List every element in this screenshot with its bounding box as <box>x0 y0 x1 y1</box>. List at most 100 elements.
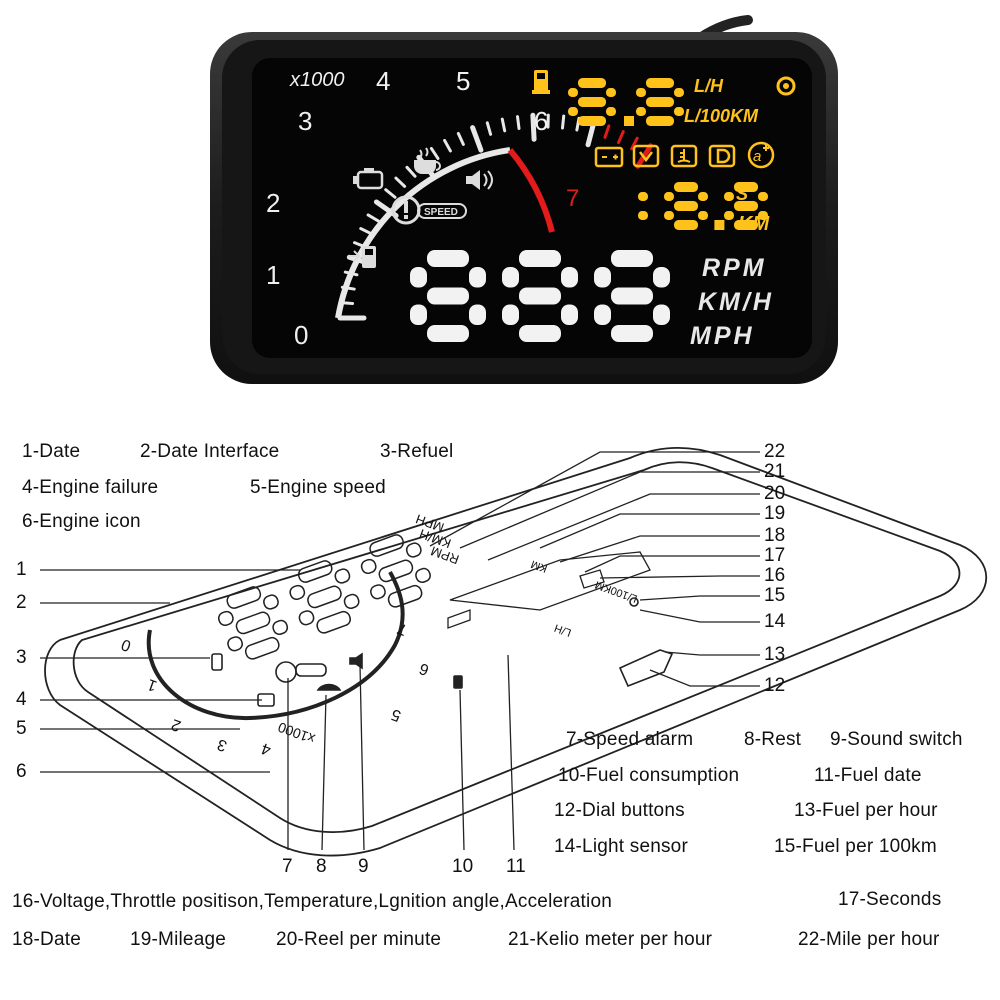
segment-g <box>235 611 271 635</box>
segment-e <box>298 610 315 626</box>
hud-screen <box>252 58 812 358</box>
tach-tick <box>366 213 380 223</box>
secondary-unit-km: KM <box>738 213 770 235</box>
light-sensor-icon <box>776 76 796 96</box>
digit-8 <box>217 586 289 660</box>
tach-label-4: 4 <box>376 66 390 96</box>
callout-17: 17 <box>764 545 786 566</box>
segment-g <box>578 97 606 107</box>
speed-display <box>410 250 670 342</box>
status-icons-row: a <box>594 141 775 169</box>
diagram-dial-button <box>618 649 674 688</box>
segment-g <box>646 97 674 107</box>
speed-alarm-text: SPEED <box>424 207 458 218</box>
diagram-tach-arc <box>146 571 405 721</box>
segment-f <box>289 584 306 601</box>
legend-12: 12-Dial buttons <box>554 800 685 821</box>
segment-c <box>674 107 684 116</box>
segment-f <box>636 88 646 97</box>
segment-b <box>469 267 486 288</box>
fuel-unit-lh: L/H <box>694 76 724 96</box>
legend-22: 22-Mile per hour <box>798 929 940 950</box>
segment-f <box>568 88 578 97</box>
segment-e <box>664 211 674 220</box>
segment-e <box>568 107 578 116</box>
segment-c <box>561 304 578 325</box>
secondary-display <box>638 182 768 230</box>
segment-f <box>594 267 611 288</box>
segment-d <box>674 220 698 230</box>
segment-b <box>334 568 351 584</box>
segment-g <box>378 559 414 583</box>
digit-8 <box>594 250 670 342</box>
throttle-icon <box>632 144 660 168</box>
diagram-outer-body <box>44 446 987 857</box>
segment-a <box>427 250 469 267</box>
legend-5: 5-Engine speed <box>250 477 386 498</box>
segment-f <box>664 192 674 201</box>
callout-14: 14 <box>764 611 786 632</box>
diagram-inner-body <box>72 461 961 834</box>
segment-c <box>415 567 431 583</box>
segment-b <box>561 267 578 288</box>
segment-d <box>646 116 674 126</box>
legend-19: 19-Mileage <box>130 929 226 950</box>
callout-9: 9 <box>358 856 369 877</box>
segment-a <box>646 78 674 88</box>
rest-coffee-icon <box>414 147 441 174</box>
callout-18: 18 <box>764 525 786 546</box>
svg-text:0: 0 <box>119 635 133 654</box>
segment-b <box>653 267 670 288</box>
digit-8 <box>664 182 708 230</box>
engine-icon <box>353 168 384 190</box>
segment-d <box>244 636 280 660</box>
segment-c <box>653 304 670 325</box>
tach-tick <box>500 117 507 133</box>
segment-c <box>698 211 708 220</box>
diagram-labels: 0 1 2 3 4 x1000 5 6 7 MPH KM/H RPM KM L/… <box>119 511 639 758</box>
tach-label-6: 6 <box>534 106 548 136</box>
svg-text:a: a <box>753 148 761 165</box>
acceleration-icon: a <box>747 141 775 169</box>
callout-21: 21 <box>764 461 786 482</box>
tach-tick <box>405 165 417 178</box>
segment-e <box>502 304 519 325</box>
refuel-icon <box>348 246 376 268</box>
tach-tick <box>470 125 484 153</box>
tach-label-2: 2 <box>266 188 280 218</box>
svg-text:4: 4 <box>259 739 273 758</box>
tach-tick <box>630 136 639 151</box>
speed-alarm-icon: SPEED <box>391 195 467 225</box>
tach-multiplier: x1000 <box>289 69 345 91</box>
segment-f <box>724 192 734 201</box>
legend-4: 4-Engine failure <box>22 477 159 498</box>
diagram-refuel-icon <box>211 653 223 671</box>
tach-tick <box>560 114 566 130</box>
segment-d <box>427 325 469 342</box>
segment-b <box>606 88 616 97</box>
segment-b <box>405 542 422 558</box>
digit-8 <box>568 78 616 126</box>
segment-g <box>674 201 698 211</box>
digit-8 <box>724 182 768 230</box>
speed-unit-kmh: KM/H <box>698 288 774 316</box>
fuel-pump-icon <box>532 70 550 94</box>
legend-10: 10-Fuel consumption <box>558 765 740 786</box>
segment-g <box>427 287 469 305</box>
segment-b <box>638 192 648 201</box>
legend-6: 6-Engine icon <box>22 511 141 532</box>
segment-c <box>638 211 648 220</box>
diagram-fuel-icon <box>453 675 463 689</box>
diagram-light-sensor-icon <box>629 597 639 607</box>
svg-text:3: 3 <box>215 735 229 754</box>
segment-g <box>519 287 561 305</box>
segment-d <box>611 325 653 342</box>
sound-icon <box>466 170 493 190</box>
callout-11: 11 <box>506 856 526 877</box>
segment-b <box>698 192 708 201</box>
diagram-icons <box>211 597 639 707</box>
segment-f <box>410 267 427 288</box>
tach-label-3: 3 <box>298 106 312 136</box>
tach-label-5: 5 <box>456 66 470 96</box>
segment-a <box>519 250 561 267</box>
